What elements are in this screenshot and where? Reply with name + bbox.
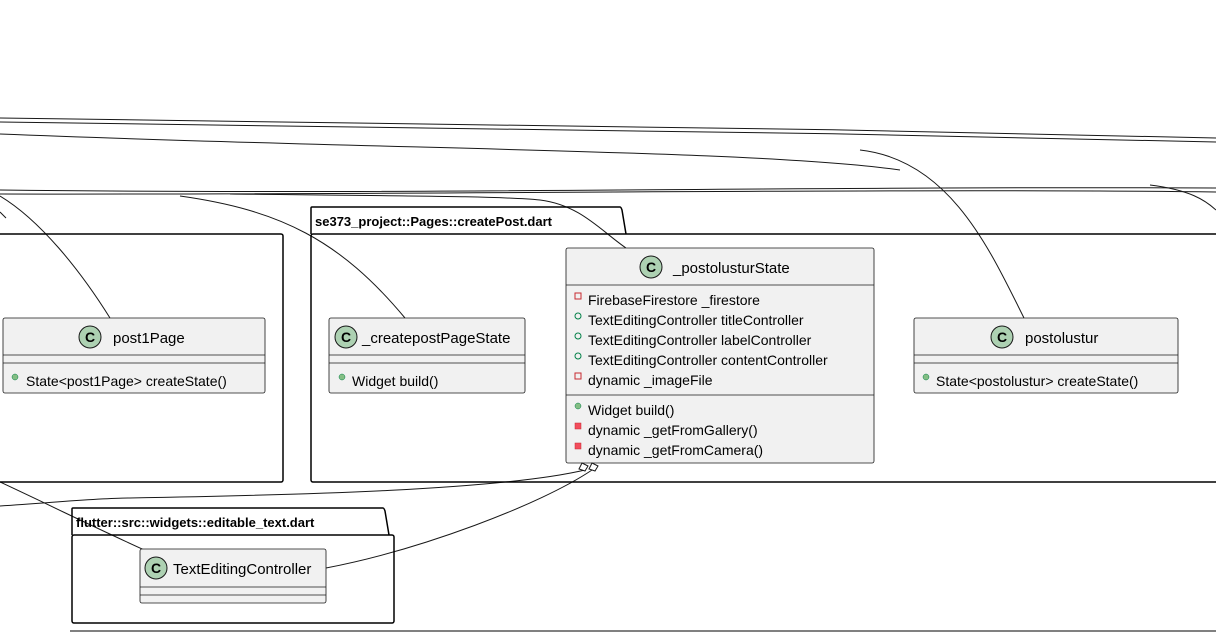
- aggregation-markers: [578, 462, 599, 472]
- class-method: State<post1Page> createState(): [26, 373, 227, 389]
- package-createpost: se373_project::Pages::createPost.dart: [310, 206, 1216, 483]
- class-badge-icon: [990, 325, 1014, 349]
- connector-line: [0, 121, 1216, 143]
- class-name: TextEditingController: [173, 561, 311, 578]
- class-badge-letter: C: [341, 329, 351, 345]
- class-method: Widget build(): [352, 373, 438, 389]
- class-name: _createpostPageState: [361, 330, 510, 347]
- class-texteditingcontroller[interactable]: C TextEditingController: [139, 548, 327, 604]
- public-method-icon: [922, 373, 930, 381]
- private-method-icon: [574, 422, 582, 430]
- connector-line: [0, 133, 901, 171]
- class-badge-icon: [334, 325, 358, 349]
- class-box: [328, 317, 526, 394]
- class-field: FirebaseFirestore _firestore: [588, 292, 760, 308]
- public-method-icon: [574, 402, 582, 410]
- package-createpost-tab: [310, 206, 627, 235]
- class-badge-icon: [78, 325, 102, 349]
- class-box: [565, 247, 875, 464]
- class-badge-letter: C: [997, 329, 1007, 345]
- class-badge-letter: C: [85, 329, 95, 345]
- public-field-icon: [574, 352, 582, 360]
- public-field-icon: [574, 332, 582, 340]
- class-field: TextEditingController contentController: [588, 352, 828, 368]
- class-postolustur[interactable]: C postolustur State<postolustur> createS…: [913, 317, 1179, 394]
- connector-line: [0, 195, 111, 319]
- class-field: TextEditingController titleController: [588, 312, 804, 328]
- connector-line: [179, 195, 406, 319]
- class-method: dynamic _getFromCamera(): [588, 442, 763, 458]
- connector-line: [859, 149, 1025, 319]
- public-field-icon: [574, 312, 582, 320]
- connector-line: [1149, 184, 1216, 211]
- class-method: dynamic _getFromGallery(): [588, 422, 758, 438]
- package-editable-tab: [71, 507, 390, 536]
- class-box: [2, 317, 266, 394]
- connector-line: [0, 187, 1216, 193]
- class-method: Widget build(): [588, 402, 674, 418]
- class-post1page[interactable]: C post1Page State<post1Page> createState…: [2, 317, 266, 394]
- class-field: TextEditingController labelController: [588, 332, 812, 348]
- package-title: flutter::src::widgets::editable_text.dar…: [76, 515, 315, 530]
- public-method-icon: [11, 373, 19, 381]
- aggregation-diamond-icon: [588, 462, 599, 472]
- class-badge-icon: [639, 255, 663, 279]
- class-badge-icon: [144, 556, 168, 580]
- package-title: se373_project::Pages::createPost.dart: [315, 214, 553, 229]
- class-badge-letter: C: [646, 259, 656, 275]
- private-field-icon: [574, 292, 582, 300]
- class-createpostpagestate[interactable]: C _createpostPageState Widget build(): [328, 317, 526, 394]
- package-post1-body: [0, 233, 284, 483]
- package-editable-text: flutter::src::widgets::editable_text.dar…: [71, 507, 395, 624]
- class-box: [139, 548, 327, 604]
- connector-line: [325, 469, 593, 569]
- connector-line: [0, 190, 1216, 195]
- public-method-icon: [338, 373, 346, 381]
- connector-line: [229, 193, 627, 249]
- connector-line: [0, 117, 1216, 139]
- aggregation-diamond-icon: [578, 462, 589, 472]
- class-name: post1Page: [113, 330, 185, 347]
- private-field-icon: [574, 372, 582, 380]
- class-badge-letter: C: [151, 560, 161, 576]
- class-field: dynamic _imageFile: [588, 372, 713, 388]
- package-editable-body: [71, 534, 395, 624]
- package-createpost-body: [310, 233, 1216, 483]
- private-method-icon: [574, 442, 582, 450]
- class-name: _postolusturState: [672, 260, 790, 277]
- connector-line: [0, 211, 7, 219]
- class-method: State<postolustur> createState(): [936, 373, 1138, 389]
- package-post1: [0, 233, 284, 483]
- connector-line: [0, 469, 586, 507]
- class-postolusturstate[interactable]: C _postolusturState FirebaseFirestore _f…: [565, 247, 875, 464]
- class-name: postolustur: [1025, 330, 1098, 347]
- class-box: [913, 317, 1179, 394]
